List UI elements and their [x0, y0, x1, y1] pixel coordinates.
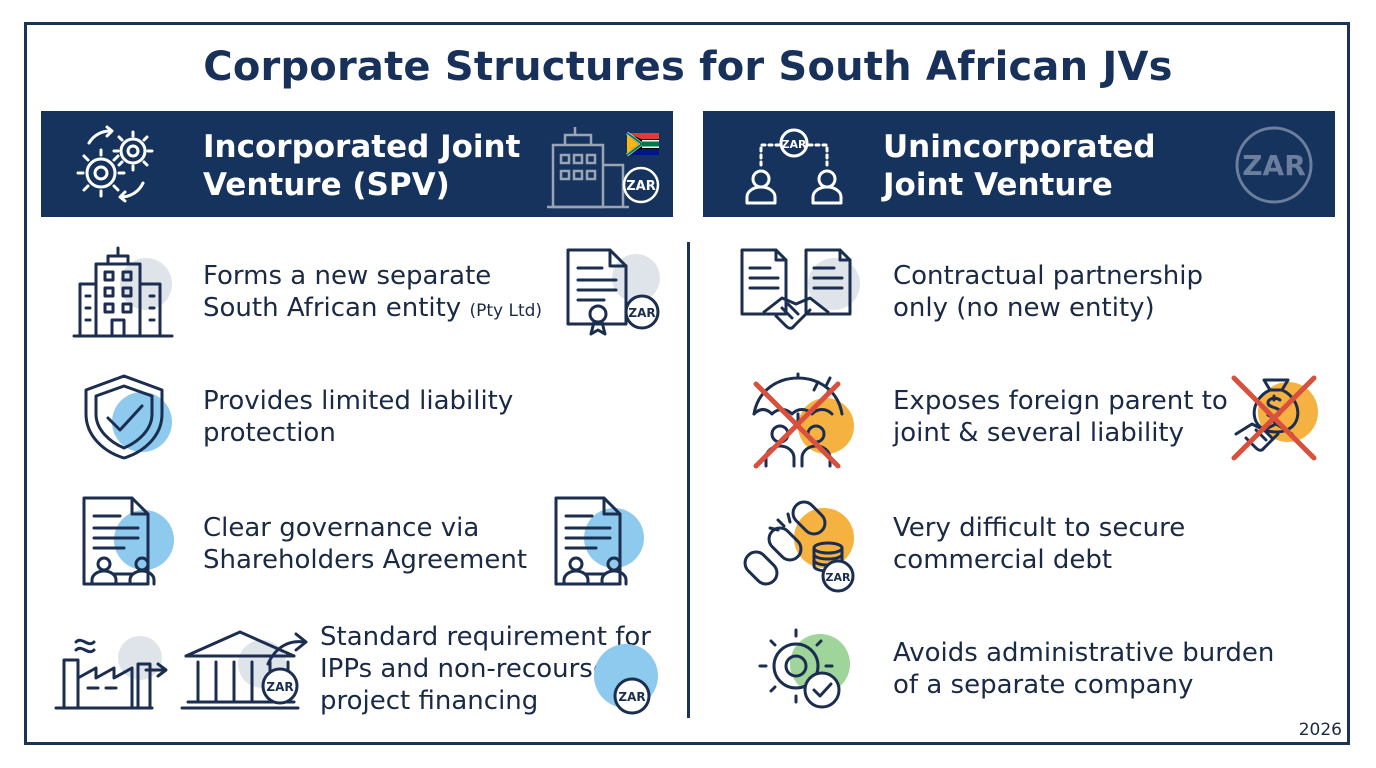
document-handshake-icon	[82, 496, 174, 586]
zar-badge-text: ZAR	[626, 179, 656, 194]
left-row3-line1: Clear governance via	[203, 513, 480, 543]
left-row1-line1: Forms a new separate	[203, 261, 492, 291]
factory-bank-arrow-icon: ZAR	[54, 630, 308, 710]
right-row2-line2: joint & several liability	[893, 418, 1185, 448]
column-divider	[687, 242, 690, 718]
left-row1-line2: South African entity	[203, 293, 462, 323]
zar-badge-text: ZAR	[826, 571, 851, 584]
left-row1-note: (Pty Ltd)	[469, 301, 543, 321]
broken-chain-coins-icon: ZAR	[743, 500, 855, 593]
right-row4-line2: of a separate company	[893, 670, 1194, 700]
left-header-band: Incorporated Joint Venture (SPV) ZAR	[41, 111, 673, 217]
diagram-frame	[24, 22, 1350, 745]
documents-handshake-icon	[740, 248, 860, 330]
right-header-band: ZAR Unincorporated Joint Venture ZAR	[703, 111, 1335, 217]
left-row4-line1: Standard requirement for	[320, 622, 651, 652]
right-header-title-line1: Unincorporated	[883, 129, 1156, 165]
zar-coin-icon: ZAR	[1235, 126, 1313, 204]
right-row1-line1: Contractual partnership	[893, 261, 1203, 291]
zar-badge-text: ZAR	[628, 306, 655, 320]
left-row2-line1: Provides limited liability	[203, 386, 514, 416]
right-row2-line1: Exposes foreign parent to	[893, 386, 1228, 416]
left-header-title-line2: Venture (SPV)	[203, 167, 450, 203]
left-row4-line3: project financing	[320, 686, 539, 716]
left-row1-line2-wrap: South African entity (Pty Ltd)	[203, 292, 542, 327]
office-building-icon	[72, 246, 174, 338]
gears-cycle-icon	[76, 125, 154, 203]
left-header-title-line1: Incorporated Joint	[203, 129, 521, 165]
document-handshake-icon	[554, 496, 644, 586]
right-row4-line1: Avoids administrative burden	[893, 638, 1275, 668]
certificate-zar-icon: ZAR	[566, 248, 660, 336]
moneybag-handshake-crossed-icon	[1231, 375, 1318, 461]
zar-coin-icon: ZAR	[594, 644, 658, 715]
year-label: 2026	[1298, 720, 1342, 740]
left-row2-line2: protection	[203, 418, 336, 448]
right-header-title-line2: Joint Venture	[883, 167, 1113, 203]
zar-badge-text: ZAR	[266, 680, 293, 694]
right-row3-line1: Very difficult to secure	[893, 513, 1186, 543]
zar-badge-text: ZAR	[618, 690, 645, 704]
zar-badge-text: ZAR	[782, 138, 807, 151]
left-row4-line2: IPPs and non-recourse	[320, 654, 609, 684]
shield-check-icon	[84, 374, 172, 460]
right-row1-line2: only (no new entity)	[893, 293, 1155, 323]
umbrella-people-crossed-icon	[752, 372, 854, 469]
building-flag-zar-icon: ZAR	[547, 127, 660, 209]
two-people-zar-link-icon: ZAR	[745, 128, 843, 205]
zar-badge-text: ZAR	[1242, 149, 1306, 182]
gear-check-icon	[758, 628, 850, 709]
page-title: Corporate Structures for South African J…	[203, 44, 1173, 90]
left-row3-line2: Shareholders Agreement	[203, 545, 528, 575]
right-row3-line2: commercial debt	[893, 545, 1113, 575]
